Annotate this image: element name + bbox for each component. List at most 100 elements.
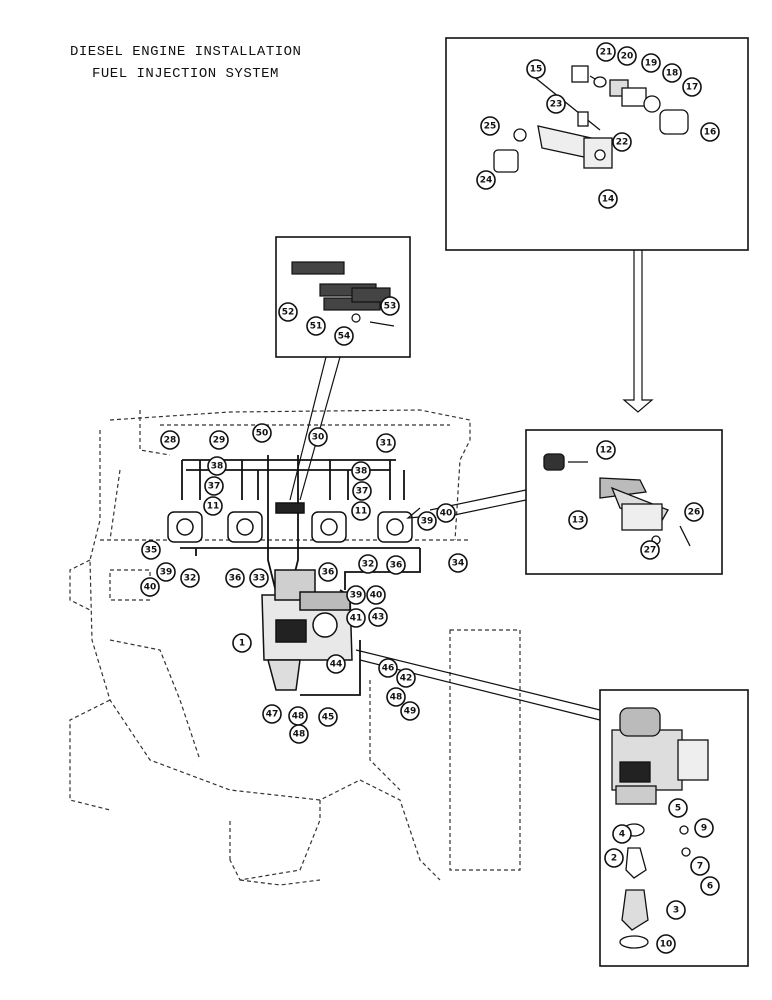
callout-24: 24 <box>476 170 496 190</box>
callout-number: 35 <box>145 546 158 556</box>
callout-number: 12 <box>600 446 613 456</box>
callout-circle <box>366 585 386 605</box>
callout-number: 48 <box>292 712 305 722</box>
callout-number: 31 <box>380 439 393 449</box>
callout-31: 31 <box>376 433 396 453</box>
callout-22: 22 <box>612 132 632 152</box>
callout-circle <box>358 554 378 574</box>
callout-circle <box>386 687 406 707</box>
diagram-title-line-2: FUEL INJECTION SYSTEM <box>92 66 279 82</box>
callout-number: 4 <box>619 830 625 840</box>
callout-7: 7 <box>690 856 710 876</box>
callout-28: 28 <box>160 430 180 450</box>
callout-circle <box>203 496 223 516</box>
callout-number: 53 <box>384 302 397 312</box>
callout-number: 39 <box>160 568 173 578</box>
callout-52: 52 <box>278 302 298 322</box>
callout-circle <box>346 585 366 605</box>
callout-40: 40 <box>436 503 456 523</box>
callout-number: 18 <box>666 69 679 79</box>
callout-number: 36 <box>229 574 242 584</box>
callout-47: 47 <box>262 704 282 724</box>
callout-circle <box>400 701 420 721</box>
callout-27: 27 <box>640 540 660 560</box>
callout-number: 32 <box>184 574 197 584</box>
callout-20: 20 <box>617 46 637 66</box>
callout-circle <box>448 553 468 573</box>
callout-circle <box>666 900 686 920</box>
callout-circle <box>476 170 496 190</box>
callout-37: 37 <box>204 476 224 496</box>
injection-pump <box>261 569 353 691</box>
callout-circle <box>376 433 396 453</box>
callout-circle <box>612 132 632 152</box>
callout-number: 43 <box>372 613 385 623</box>
callout-circle <box>436 503 456 523</box>
callout-1: 1 <box>232 633 252 653</box>
callout-36: 36 <box>318 562 338 582</box>
callout-39: 39 <box>346 585 366 605</box>
callout-40: 40 <box>140 577 160 597</box>
pump-drive-parts <box>611 707 709 949</box>
callout-number: 10 <box>660 940 673 950</box>
callout-circle <box>156 562 176 582</box>
callout-43: 43 <box>368 607 388 627</box>
callout-circle <box>662 63 682 83</box>
callout-34: 34 <box>448 553 468 573</box>
callout-33: 33 <box>249 568 269 588</box>
callout-circle <box>318 707 338 727</box>
callout-number: 11 <box>355 507 368 517</box>
callout-circle <box>604 848 624 868</box>
callout-16: 16 <box>700 122 720 142</box>
callout-32: 32 <box>358 554 378 574</box>
callout-circle <box>682 77 702 97</box>
callout-circle <box>690 856 710 876</box>
callout-circle <box>225 568 245 588</box>
callout-number: 3 <box>673 906 679 916</box>
callout-2: 2 <box>604 848 624 868</box>
callout-48: 48 <box>386 687 406 707</box>
callout-23: 23 <box>546 94 566 114</box>
callout-number: 33 <box>253 574 266 584</box>
callout-41: 41 <box>346 608 366 628</box>
callout-45: 45 <box>318 707 338 727</box>
callout-circle <box>209 430 229 450</box>
callout-number: 23 <box>550 100 563 110</box>
callout-number: 51 <box>310 322 323 332</box>
callout-25: 25 <box>480 116 500 136</box>
callout-50: 50 <box>252 423 272 443</box>
callout-circle <box>351 501 371 521</box>
callout-6: 6 <box>700 876 720 896</box>
callout-number: 20 <box>621 52 634 62</box>
callout-circle <box>289 724 309 744</box>
callout-number: 44 <box>330 660 343 670</box>
callout-number: 28 <box>164 436 177 446</box>
callout-circle <box>612 824 632 844</box>
callout-circle <box>700 122 720 142</box>
callout-39: 39 <box>156 562 176 582</box>
callout-number: 37 <box>356 487 369 497</box>
callout-4: 4 <box>612 824 632 844</box>
callout-number: 37 <box>208 482 221 492</box>
callout-circle <box>180 568 200 588</box>
callout-circle <box>378 658 398 678</box>
callout-36: 36 <box>386 555 406 575</box>
callout-number: 45 <box>322 713 335 723</box>
callout-circle <box>318 562 338 582</box>
injector-exploded-parts <box>493 65 689 173</box>
callout-circle <box>160 430 180 450</box>
callout-11: 11 <box>203 496 223 516</box>
callout-circle <box>207 456 227 476</box>
callout-15: 15 <box>526 59 546 79</box>
callout-circle <box>346 608 366 628</box>
callout-54: 54 <box>334 326 354 346</box>
callout-40: 40 <box>366 585 386 605</box>
callout-number: 19 <box>645 59 658 69</box>
callout-circle <box>596 42 616 62</box>
callout-48: 48 <box>289 724 309 744</box>
callout-circle <box>351 461 371 481</box>
callout-number: 40 <box>440 509 453 519</box>
callout-number: 46 <box>382 664 395 674</box>
callout-number: 22 <box>616 138 629 148</box>
